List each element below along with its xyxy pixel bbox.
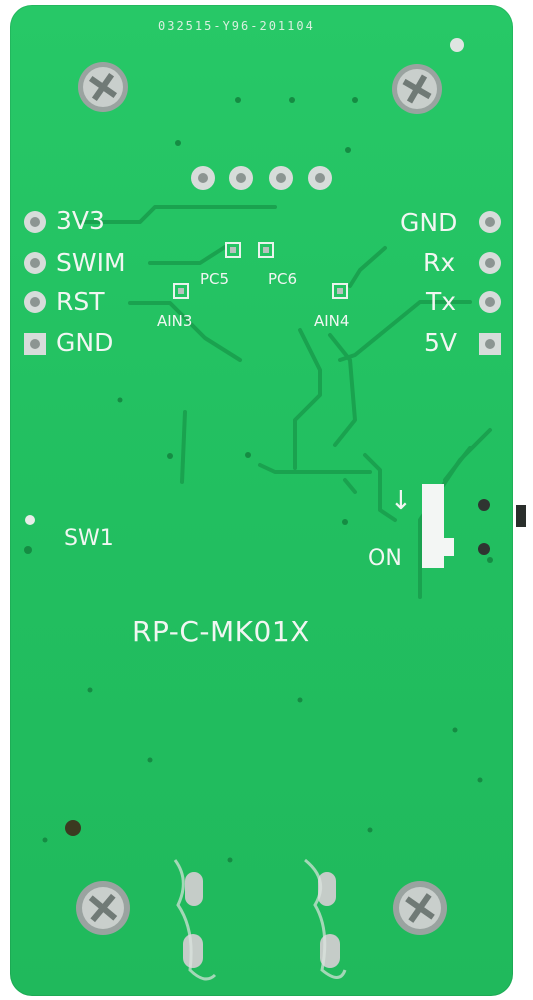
pin-label-gnd-left: GND	[56, 328, 114, 357]
pin-label-swim: SWIM	[56, 248, 126, 277]
left-header-pads	[24, 211, 46, 355]
test-pad-label-ain4: AIN4	[314, 312, 350, 330]
test-pad-label-pc6: PC6	[268, 270, 298, 288]
mounting-screws	[76, 62, 447, 935]
bottom-connector-pads	[173, 858, 347, 981]
test-pad-label-pc5: PC5	[200, 270, 230, 288]
fiducial	[450, 38, 464, 52]
board-serial: 032515-Y96-201104	[158, 19, 315, 33]
top-pin-header	[191, 166, 332, 190]
slide-switch	[25, 484, 526, 568]
switch-on-label: ON	[368, 546, 402, 571]
test-pad-label-ain3: AIN3	[157, 312, 193, 330]
pin-label-rx: Rx	[423, 248, 456, 277]
pin-label-3v3: 3V3	[56, 206, 105, 235]
right-header-pads	[479, 211, 501, 355]
switch-name-label: SW1	[64, 526, 114, 551]
pin-label-tx: Tx	[426, 287, 457, 316]
via-large	[65, 820, 81, 836]
pin-label-gnd-right: GND	[400, 208, 458, 237]
board-model: RP-C-MK01X	[132, 615, 310, 648]
switch-arrow-icon: ↓	[390, 486, 412, 516]
pin-label-5v: 5V	[424, 328, 458, 357]
test-pad-squares	[173, 242, 348, 299]
pin-label-rst: RST	[56, 287, 105, 316]
